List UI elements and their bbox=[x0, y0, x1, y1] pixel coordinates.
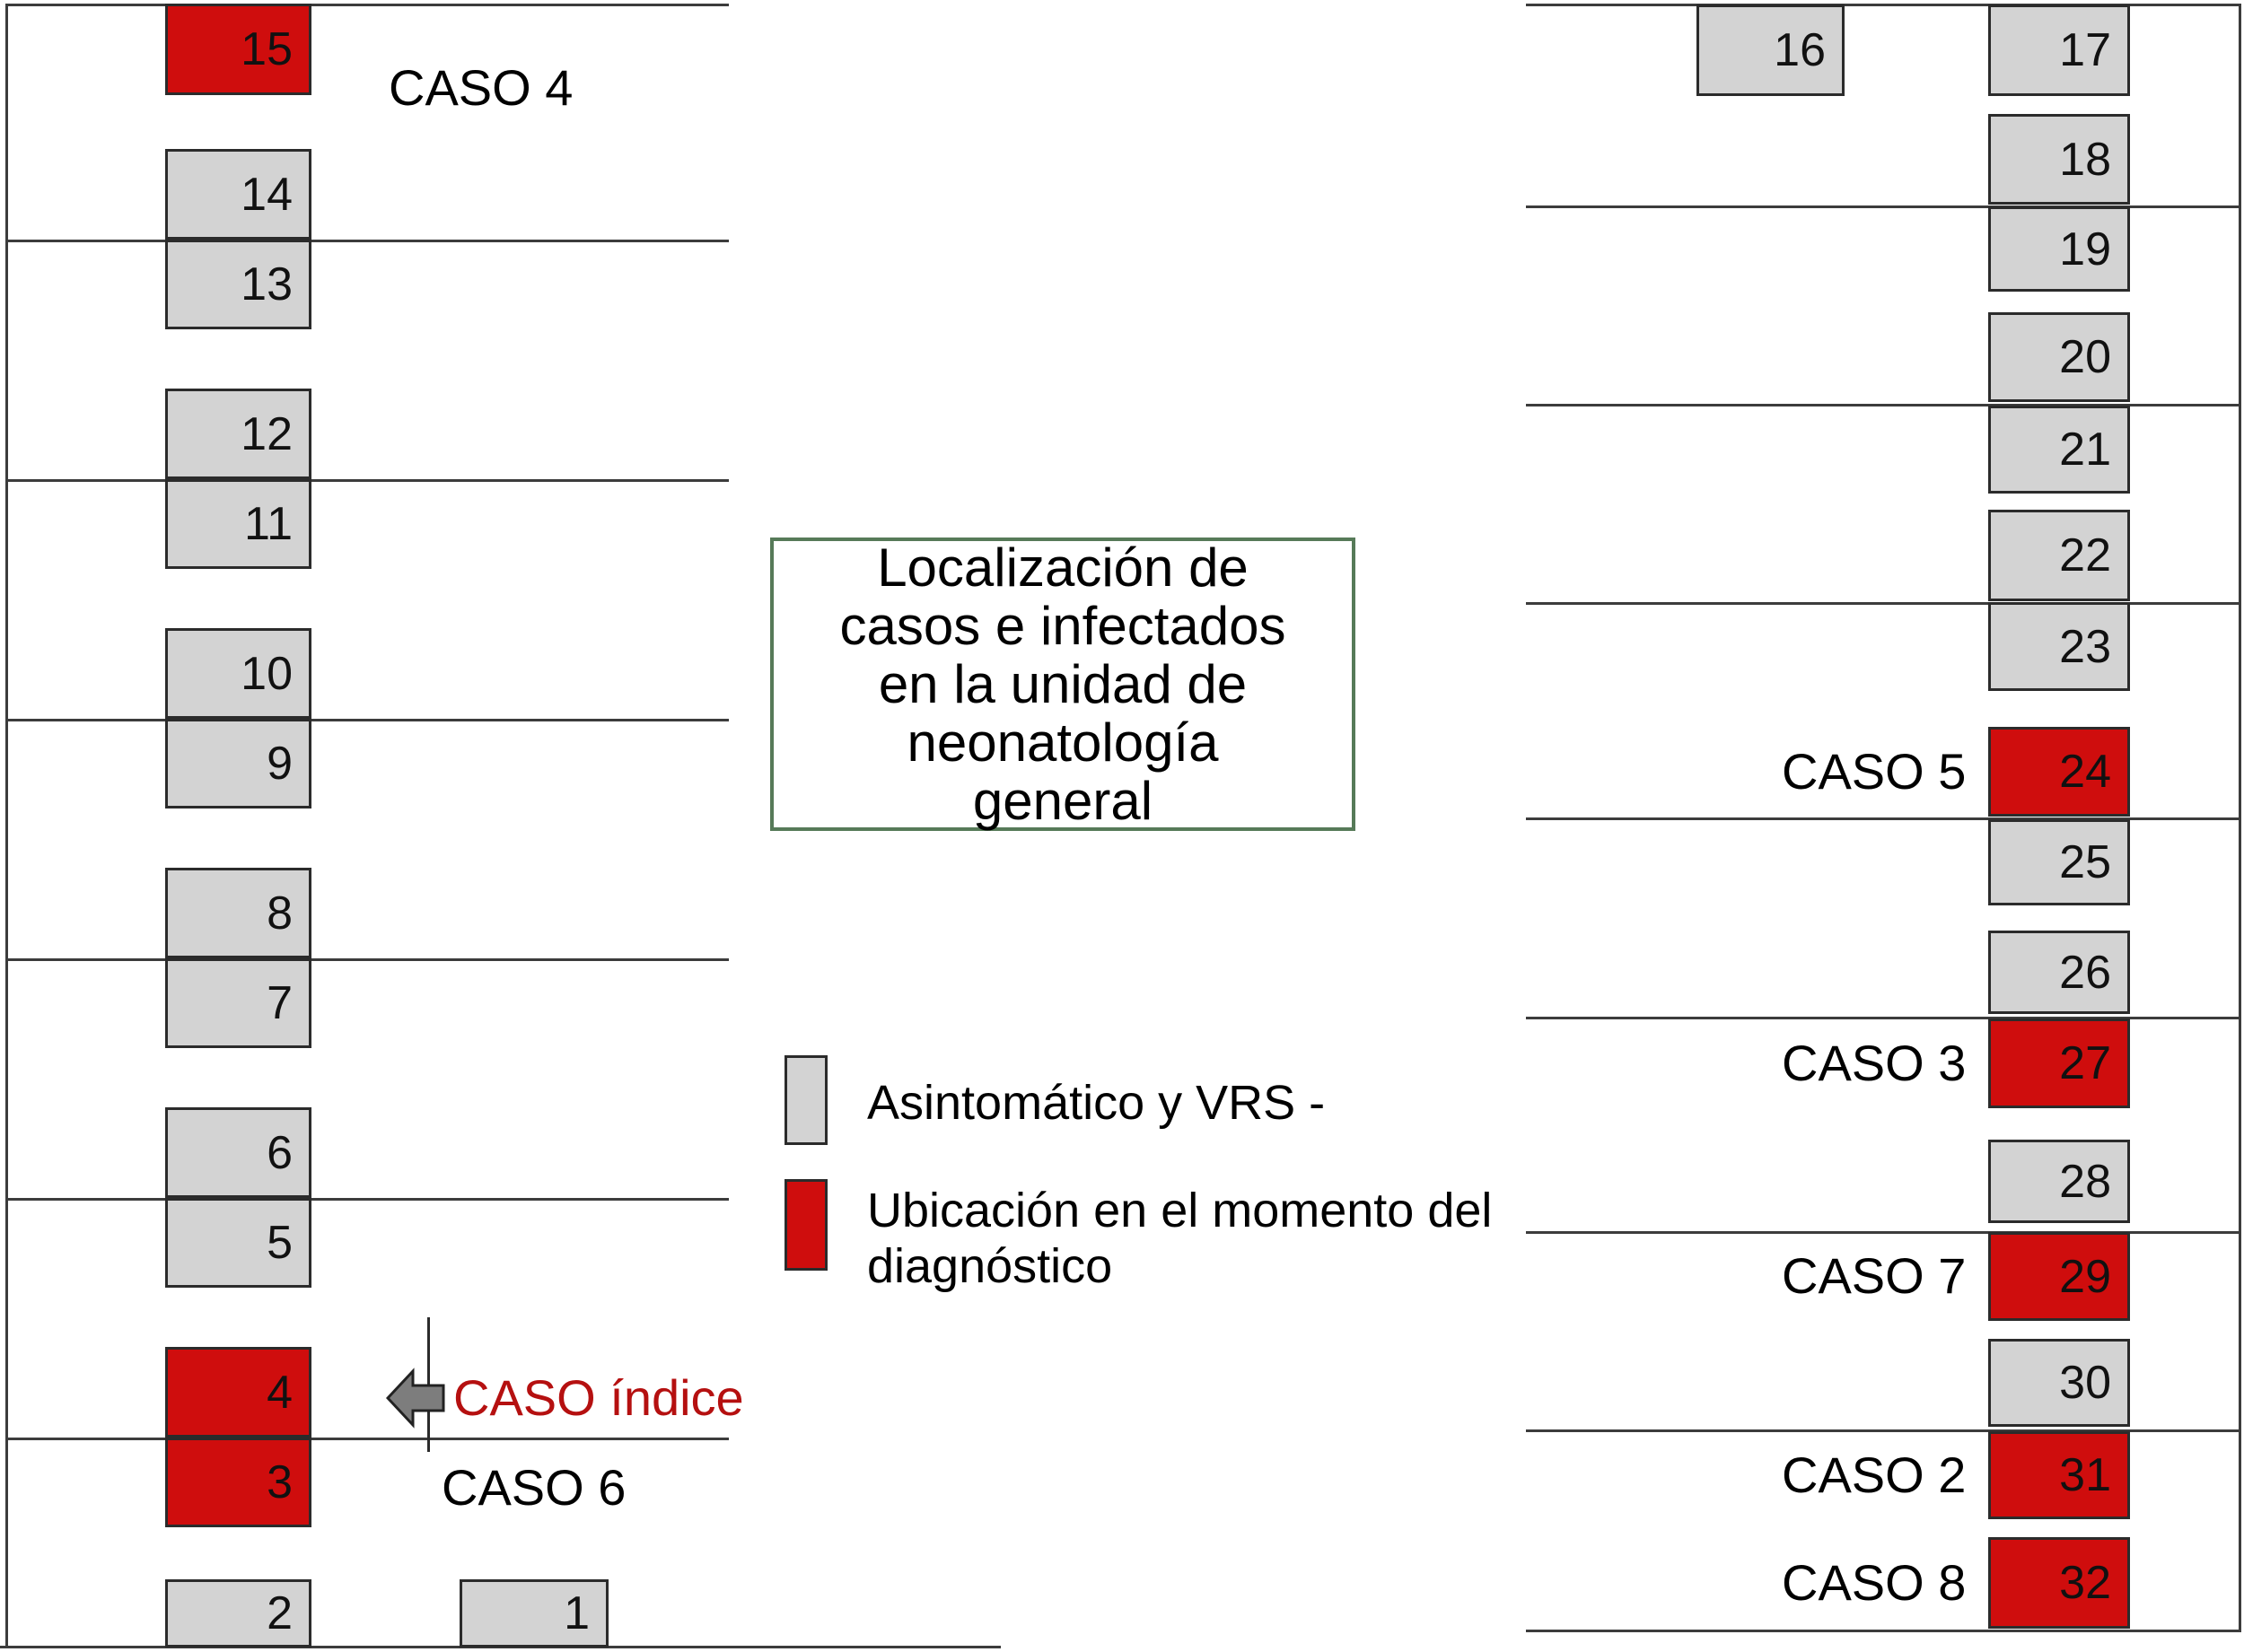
bed-box-30: 30 bbox=[1988, 1339, 2130, 1427]
case-label-caso-3: CASO 3 bbox=[1782, 1035, 1967, 1091]
bed-box-31: 31 bbox=[1988, 1431, 2130, 1519]
bed-box-7: 7 bbox=[165, 958, 311, 1048]
bed-box-11: 11 bbox=[165, 479, 311, 569]
case-label-caso-7: CASO 7 bbox=[1782, 1247, 1967, 1304]
bed-box-2: 2 bbox=[165, 1579, 311, 1648]
title-line: neonatología bbox=[907, 712, 1219, 773]
bed-box-29: 29 bbox=[1988, 1232, 2130, 1321]
bed-box-15: 15 bbox=[165, 4, 311, 95]
right-room-divider-5 bbox=[1526, 1017, 2239, 1019]
title-line: general bbox=[972, 771, 1153, 831]
bed-box-24: 24 bbox=[1988, 727, 2130, 817]
left-room-divider-6 bbox=[5, 1438, 729, 1440]
bed-box-16: 16 bbox=[1696, 4, 1845, 96]
bed-box-17: 17 bbox=[1988, 4, 2130, 96]
bed-box-8: 8 bbox=[165, 868, 311, 958]
legend-swatch-diagnosis bbox=[785, 1179, 828, 1271]
bed-box-6: 6 bbox=[165, 1107, 311, 1198]
bed-box-23: 23 bbox=[1988, 602, 2130, 691]
legend-label-diagnosis: Ubicación en el momento del diagnóstico bbox=[867, 1184, 1493, 1293]
left-room-divider-2 bbox=[5, 479, 729, 482]
bed-box-25: 25 bbox=[1988, 819, 2130, 905]
bed-box-3: 3 bbox=[165, 1438, 311, 1527]
case-label-caso-2: CASO 2 bbox=[1782, 1447, 1967, 1503]
case-label-caso-6: CASO 6 bbox=[442, 1459, 627, 1516]
bed-box-4: 4 bbox=[165, 1347, 311, 1438]
title-line: Localización de bbox=[877, 538, 1249, 598]
bed-box-12: 12 bbox=[165, 389, 311, 479]
legend-label-asymptomatic: Asintomático y VRS - bbox=[867, 1076, 1326, 1130]
right-room-divider-3 bbox=[1526, 602, 2239, 605]
left-room-divider-3 bbox=[5, 719, 729, 721]
case-label-caso-5: CASO 5 bbox=[1782, 743, 1967, 800]
bed-box-9: 9 bbox=[165, 719, 311, 809]
index-case-arrow-icon bbox=[386, 1368, 445, 1429]
bed-box-28: 28 bbox=[1988, 1140, 2130, 1223]
right-room-bottom-wall bbox=[1526, 1630, 2241, 1632]
bed-box-18: 18 bbox=[1988, 114, 2130, 205]
bed-box-26: 26 bbox=[1988, 931, 2130, 1014]
bed-box-19: 19 bbox=[1988, 206, 2130, 292]
bed-box-1: 1 bbox=[460, 1579, 609, 1648]
bed-box-14: 14 bbox=[165, 149, 311, 240]
case-label-caso-4: CASO 4 bbox=[389, 59, 574, 116]
title-line: en la unidad de bbox=[878, 654, 1248, 714]
right-room-right-wall bbox=[2239, 4, 2241, 1632]
bed-box-10: 10 bbox=[165, 628, 311, 719]
right-room-divider-1 bbox=[1526, 205, 2239, 208]
bed-box-22: 22 bbox=[1988, 510, 2130, 601]
right-room-divider-2 bbox=[1526, 404, 2239, 406]
case-label-caso-índice: CASO índice bbox=[453, 1369, 744, 1426]
right-room-divider-6 bbox=[1526, 1231, 2239, 1234]
bed-box-21: 21 bbox=[1988, 406, 2130, 494]
title-line: casos e infectados bbox=[839, 596, 1286, 656]
left-room-top-wall bbox=[5, 4, 729, 6]
left-room-divider-5 bbox=[5, 1198, 729, 1201]
bed-box-13: 13 bbox=[165, 240, 311, 329]
diagram-title-box: Localización de casos e infectados en la… bbox=[770, 538, 1355, 831]
left-room-left-wall bbox=[5, 4, 8, 1648]
case-label-caso-8: CASO 8 bbox=[1782, 1554, 1967, 1611]
right-room-top-wall bbox=[1526, 4, 2241, 6]
right-room-divider-7 bbox=[1526, 1429, 2239, 1432]
bed-box-5: 5 bbox=[165, 1198, 311, 1288]
right-room-divider-4 bbox=[1526, 817, 2239, 820]
legend-swatch-asymptomatic bbox=[785, 1055, 828, 1145]
bed-box-20: 20 bbox=[1988, 312, 2130, 402]
bed-box-27: 27 bbox=[1988, 1018, 2130, 1108]
left-room-divider-4 bbox=[5, 958, 729, 961]
bed-box-32: 32 bbox=[1988, 1537, 2130, 1629]
left-room-divider-1 bbox=[5, 240, 729, 242]
